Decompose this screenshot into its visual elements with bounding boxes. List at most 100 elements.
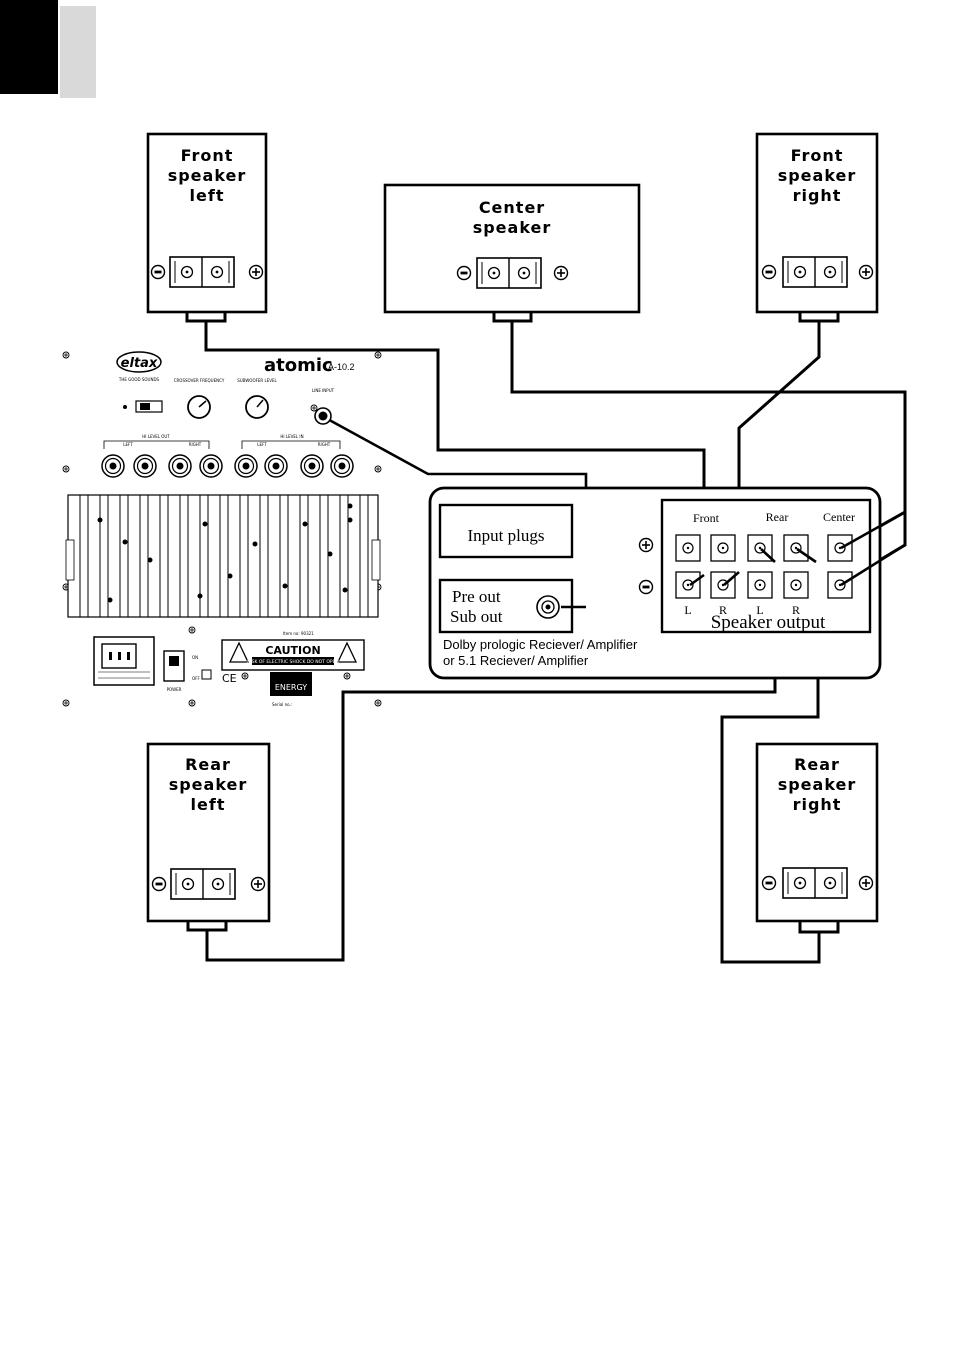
front-right-plus-post[interactable] — [710, 534, 736, 562]
power-switch[interactable]: ON OFF POWER — [163, 650, 200, 692]
receiver-amplifier: Input plugs Pre out Sub out Dolby prolog… — [428, 486, 882, 680]
channel-label-rear-r: R — [792, 603, 800, 617]
hi-level-labels: HI LEVEL OUT LEFT RIGHT HI LEVEL IN LEFT… — [103, 434, 341, 449]
svg-text:LEFT: LEFT — [123, 442, 133, 447]
rear-left-speaker: Rear speaker left — [146, 742, 271, 923]
svg-text:SUBWOOFER LEVEL: SUBWOOFER LEVEL — [237, 378, 277, 383]
pre-out-sub-out-box: Pre out Sub out — [438, 578, 574, 634]
center-speaker-line2: speaker — [473, 218, 552, 237]
plus-circle-icon — [250, 876, 266, 892]
front-right-speaker-line3: right — [793, 186, 842, 205]
subwoofer-rear-panel: eltax THE GOOD SOUNDS atomic A-10.2 CROS… — [62, 351, 382, 707]
rear-right-terminal — [782, 867, 848, 899]
rear-left-speaker-line1: Rear — [185, 755, 231, 774]
minus-circle-icon — [150, 264, 166, 280]
minus-circle-icon — [761, 264, 777, 280]
svg-text:CAUTION: CAUTION — [265, 644, 320, 657]
svg-text:Rear: Rear — [766, 510, 789, 524]
svg-text:Center: Center — [823, 510, 855, 524]
plus-circle-icon — [248, 264, 264, 280]
line-input-jack[interactable]: LINE INPUT — [310, 388, 335, 425]
svg-text:Sub out: Sub out — [450, 607, 503, 626]
receiver-description-line1: Dolby prologic Reciever/ Amplifier — [443, 637, 638, 652]
amplifier-heatsink — [65, 494, 381, 618]
rear-right-speaker: Rear speaker right — [755, 742, 879, 923]
svg-text:RIGHT: RIGHT — [189, 442, 202, 447]
rear-right-speaker-line2: speaker — [778, 775, 857, 794]
page-corner-tab — [0, 0, 96, 98]
subwoofer-level-knob[interactable]: SUBWOOFER LEVEL — [237, 378, 277, 419]
svg-text:THE GOOD SOUNDS: THE GOOD SOUNDS — [118, 377, 160, 382]
front-right-minus-post[interactable] — [710, 571, 736, 599]
front-left-speaker-line3: left — [190, 186, 225, 205]
front-right-terminal — [782, 256, 848, 288]
input-plugs-box: Input plugs — [438, 503, 574, 559]
svg-text:POWER: POWER — [167, 687, 182, 692]
rear-right-speaker-line1: Rear — [794, 755, 840, 774]
rear-right-plus-post[interactable] — [783, 534, 809, 562]
svg-text:HI LEVEL IN: HI LEVEL IN — [280, 434, 303, 439]
plus-circle-icon — [858, 264, 874, 280]
svg-text:eltax: eltax — [121, 356, 158, 371]
channel-label-rear-l: L — [756, 603, 763, 617]
svg-text:LEFT: LEFT — [257, 442, 267, 447]
channel-label-front-l: L — [684, 603, 691, 617]
rear-left-speaker-line2: speaker — [169, 775, 248, 794]
rear-left-minus-post[interactable] — [747, 571, 773, 599]
front-right-speaker-line2: speaker — [778, 166, 857, 185]
wire-ends — [561, 510, 906, 609]
svg-text:HI LEVEL OUT: HI LEVEL OUT — [142, 434, 170, 439]
front-right-speaker-line1: Front — [791, 146, 844, 165]
caution-label: Item no: 90321 CAUTION RISK OF ELECTRIC … — [221, 631, 365, 671]
rear-right-speaker-line3: right — [793, 795, 842, 814]
center-plus-post[interactable] — [827, 534, 853, 562]
plus-circle-icon — [553, 265, 569, 281]
svg-text:OFF: OFF — [192, 676, 200, 681]
front-left-minus-post[interactable] — [675, 571, 701, 599]
atomic-logo: atomic — [264, 355, 333, 376]
front-left-speaker-line2: speaker — [168, 166, 247, 185]
front-right-speaker: Front speaker right — [755, 132, 879, 314]
plus-circle-icon — [638, 537, 654, 553]
receiver-description-line2: or 5.1 Reciever/ Amplifier — [443, 653, 589, 668]
front-left-plus-post[interactable] — [675, 534, 701, 562]
minus-circle-icon — [638, 579, 654, 595]
serial-number-label: Serial no.: — [272, 702, 292, 707]
minus-circle-icon — [456, 265, 472, 281]
center-speaker-line1: Center — [479, 198, 545, 217]
phase-switch[interactable] — [123, 400, 163, 413]
center-minus-post[interactable] — [827, 571, 853, 599]
svg-text:ON: ON — [192, 655, 198, 660]
front-left-speaker-line1: Front — [181, 146, 234, 165]
channel-label-front-r: R — [719, 603, 727, 617]
svg-text:ENERGY: ENERGY — [275, 683, 307, 692]
svg-text:Front: Front — [693, 511, 720, 525]
rear-left-terminal — [170, 868, 236, 900]
hi-level-binding-posts[interactable] — [101, 454, 354, 478]
svg-text:RISK OF ELECTRIC SHOCK DO NOT: RISK OF ELECTRIC SHOCK DO NOT OPEN — [247, 659, 339, 665]
svg-text:Pre out: Pre out — [452, 587, 501, 606]
fuse-holder — [201, 669, 212, 680]
svg-text:Input plugs: Input plugs — [468, 526, 545, 545]
sub-out-jack[interactable] — [536, 595, 560, 619]
plus-circle-icon — [858, 875, 874, 891]
front-left-terminal — [169, 256, 235, 288]
power-inlet — [93, 636, 155, 686]
rear-right-minus-post[interactable] — [783, 571, 809, 599]
energy-star-logo: ENERGY — [270, 672, 312, 696]
eltax-logo: eltax THE GOOD SOUNDS — [116, 351, 162, 382]
crossover-frequency-knob[interactable]: CROSSOVER FREQUENCY — [174, 378, 225, 419]
minus-circle-icon — [151, 876, 167, 892]
center-terminal — [476, 257, 542, 289]
front-left-speaker: Front speaker left — [146, 132, 268, 314]
speaker-output-label: Speaker output — [711, 612, 826, 633]
svg-text:LINE INPUT: LINE INPUT — [312, 388, 335, 393]
ce-mark: CE — [222, 672, 237, 685]
speaker-output-panel: Front Rear Center L R L R Speaker output — [660, 498, 872, 634]
svg-text:RIGHT: RIGHT — [318, 442, 331, 447]
svg-text:Item no: 90321: Item no: 90321 — [283, 631, 314, 636]
rear-left-speaker-line3: left — [191, 795, 226, 814]
svg-text:CROSSOVER FREQUENCY: CROSSOVER FREQUENCY — [174, 378, 225, 383]
minus-circle-icon — [761, 875, 777, 891]
